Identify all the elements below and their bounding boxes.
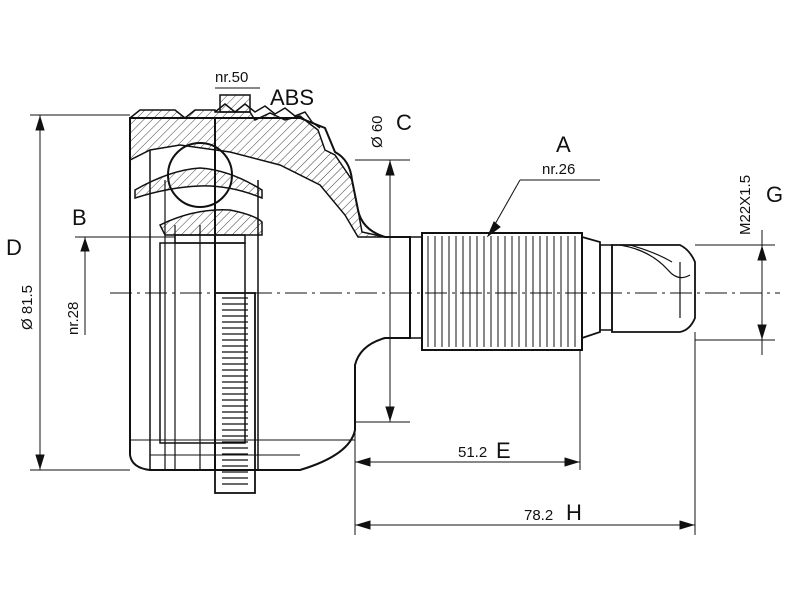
h-dim-label: 78.2 [524, 507, 553, 524]
cage-upper [134, 167, 263, 200]
e-dim-label: 51.2 [458, 444, 487, 461]
d-dim-label: Ø 81.5 [19, 285, 36, 330]
housing-outer-left [129, 117, 216, 471]
b-label: B [72, 205, 87, 230]
inner-race-hatched [158, 209, 263, 236]
abs-tab [219, 94, 251, 113]
g-dim-label: M22X1.5 [737, 175, 754, 235]
a-sub-label: nr.26 [542, 161, 575, 178]
g-label: G [766, 182, 783, 207]
a-label: A [556, 132, 571, 157]
b-sub-label: nr.28 [65, 302, 82, 335]
c-dim-label: Ø 60 [369, 115, 386, 148]
labels: nr.50 ABS C Ø 60 A nr.26 M22X1.5 G B nr.… [6, 69, 783, 525]
inner-race [134, 142, 263, 444]
d-label: D [6, 235, 22, 260]
e-label: E [496, 438, 511, 463]
c-label: C [396, 110, 412, 135]
housing [129, 103, 411, 471]
abs-ring [214, 292, 256, 494]
threaded-end [599, 244, 696, 333]
h-label: H [566, 500, 582, 525]
dimension-lines [30, 87, 775, 535]
abs-sub-label: nr.50 [215, 69, 248, 86]
splined-shaft [409, 232, 601, 351]
housing-hatched-wall [129, 109, 386, 238]
abs-label: ABS [270, 85, 314, 110]
